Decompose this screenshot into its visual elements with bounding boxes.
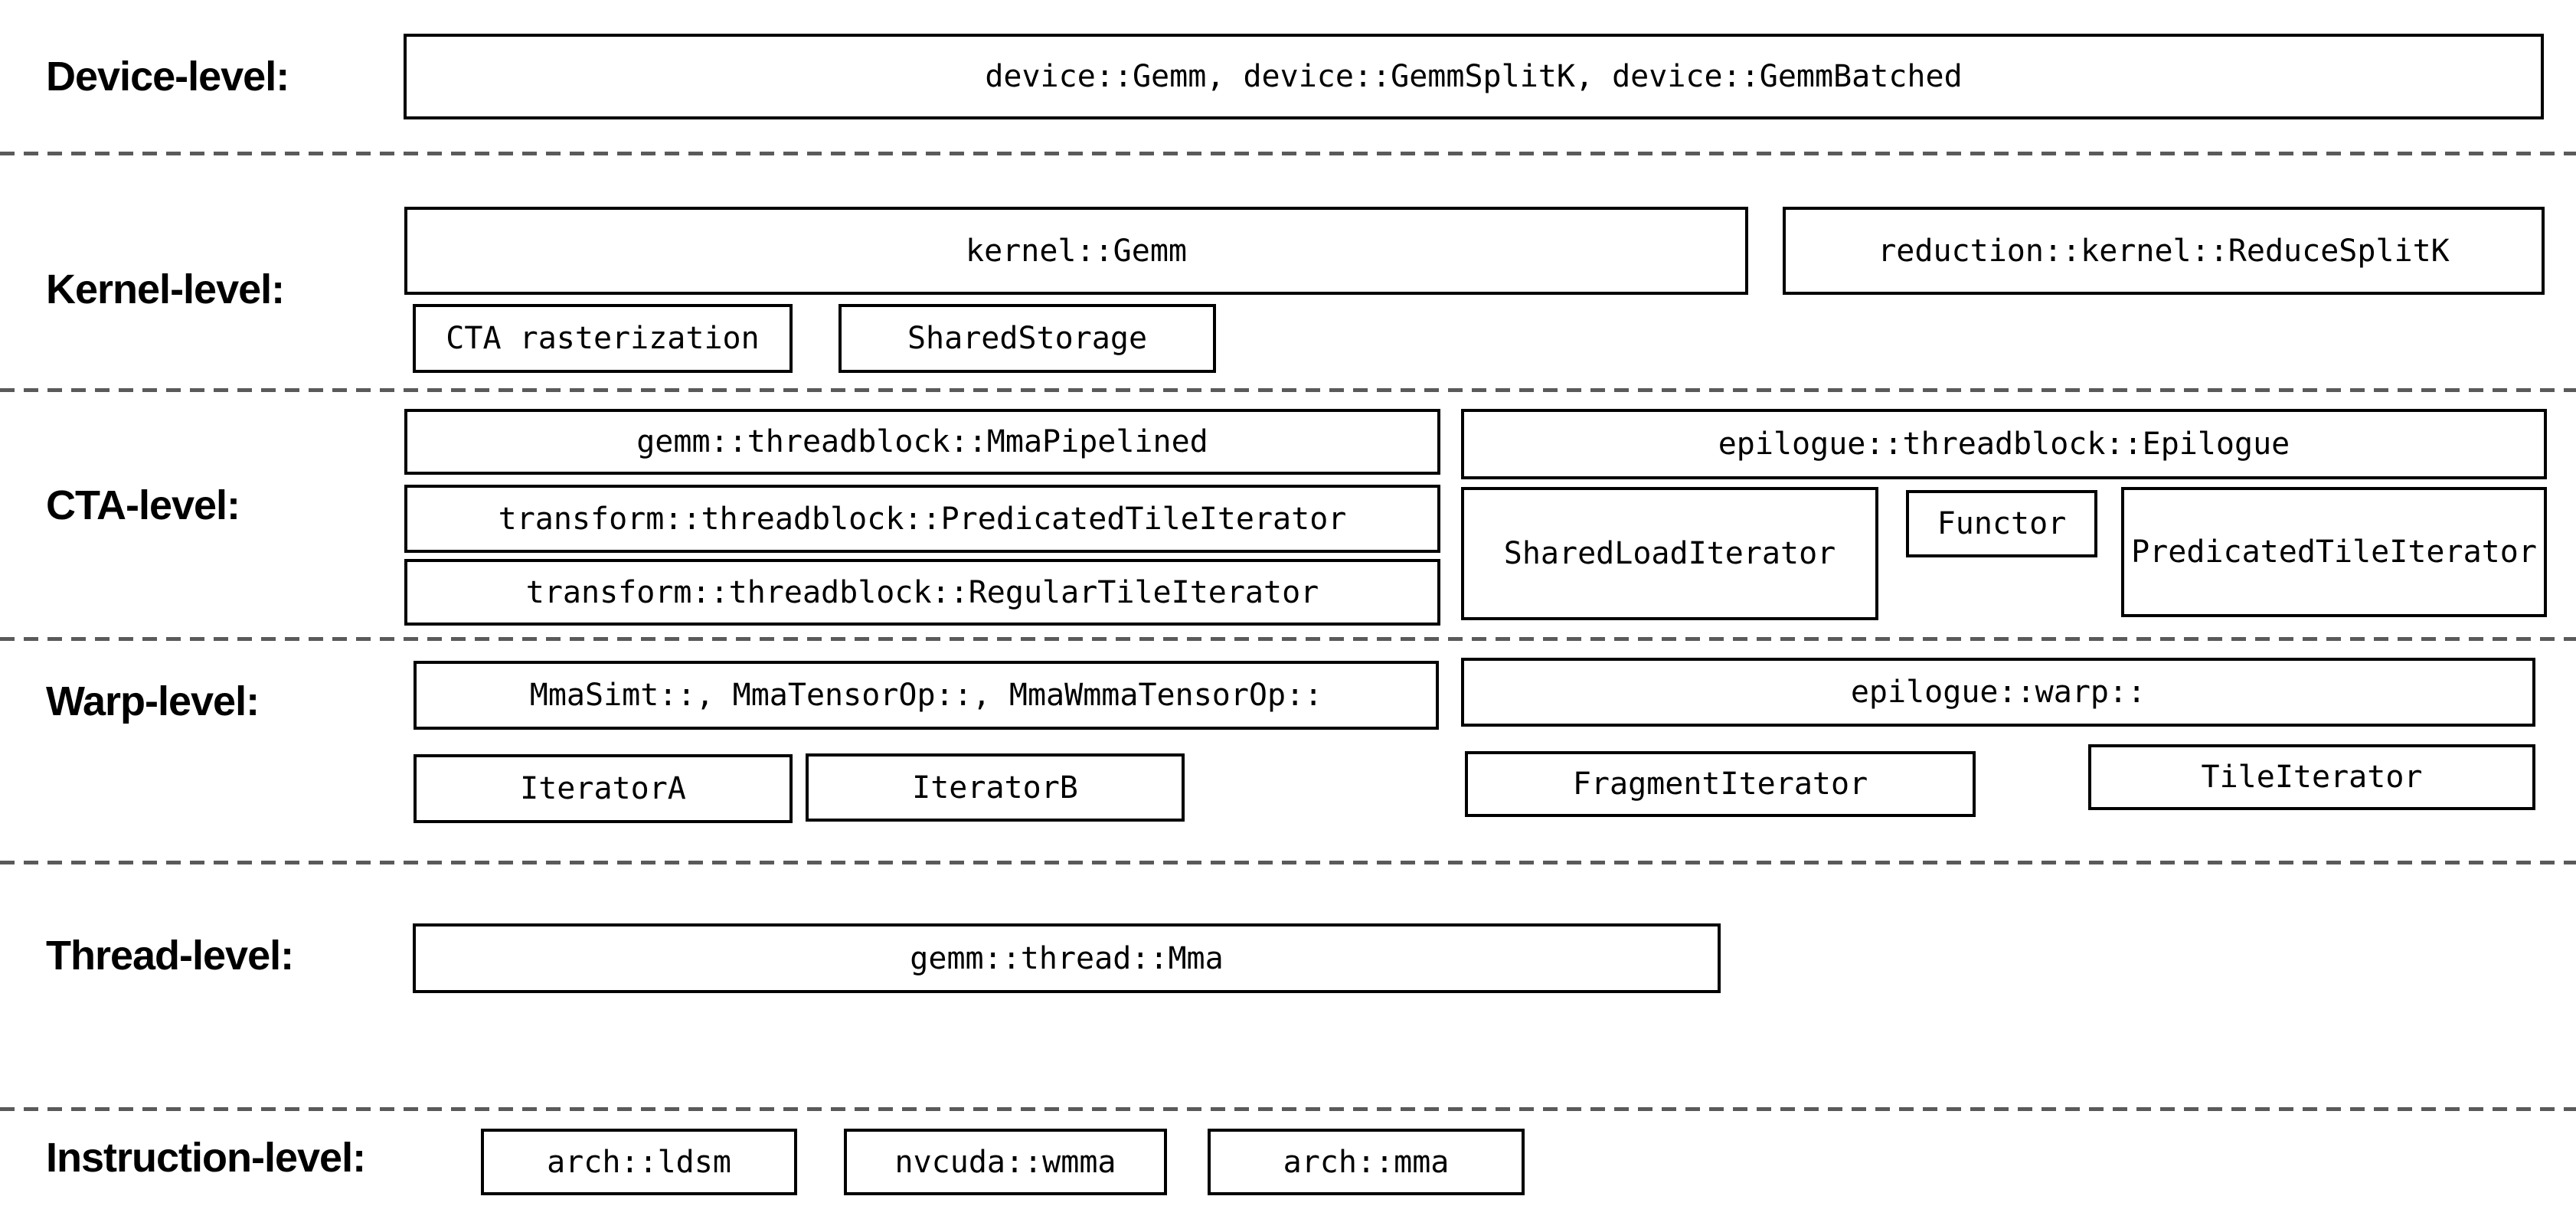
divider-device-kernel [0,152,2576,155]
iterator-b-box: IteratorB [806,753,1185,822]
fragment-iterator-box: FragmentIterator [1465,751,1976,817]
shared-storage-box: SharedStorage [839,304,1216,373]
arch-mma-box: arch::mma [1208,1129,1525,1195]
shared-load-iterator-box: SharedLoadIterator [1461,487,1878,620]
divider-cta-warp [0,637,2576,641]
epilogue-threadblock-box: epilogue::threadblock::Epilogue [1461,409,2547,479]
transform-predicated-tile-iterator-box: transform::threadblock::PredicatedTileIt… [404,485,1440,553]
arch-ldsm-box: arch::ldsm [481,1129,797,1195]
epilogue-warp-box: epilogue::warp:: [1461,658,2535,727]
instruction-level-label: Instruction-level: [46,1135,366,1181]
divider-thread-instruction [0,1107,2576,1111]
divider-kernel-cta [0,388,2576,392]
gemm-thread-mma-box: gemm::thread::Mma [413,923,1721,993]
functor-box: Functor [1906,490,2097,557]
device-level-label: Device-level: [46,54,289,100]
tile-iterator-box: TileIterator [2088,744,2535,810]
reduction-kernel-reduce-split-k-box: reduction::kernel::ReduceSplitK [1783,207,2545,295]
thread-level-label: Thread-level: [46,933,294,979]
device-gemm-box: device::Gemm, device::GemmSplitK, device… [404,34,2544,119]
mma-pipelined-box: gemm::threadblock::MmaPipelined [404,409,1440,475]
warp-mma-variants-box: MmaSimt::, MmaTensorOp::, MmaWmmaTensorO… [414,661,1439,730]
divider-warp-thread [0,861,2576,864]
cta-rasterization-box: CTA rasterization [413,304,793,373]
warp-level-label: Warp-level: [46,678,260,724]
epilogue-predicated-tile-iterator-box: PredicatedTileIterator [2121,487,2547,617]
transform-regular-tile-iterator-box: transform::threadblock::RegularTileItera… [404,559,1440,626]
nvcuda-wmma-box: nvcuda::wmma [844,1129,1167,1195]
iterator-a-box: IteratorA [414,754,793,823]
cta-level-label: CTA-level: [46,482,240,528]
kernel-level-label: Kernel-level: [46,266,285,312]
kernel-gemm-box: kernel::Gemm [404,207,1748,295]
